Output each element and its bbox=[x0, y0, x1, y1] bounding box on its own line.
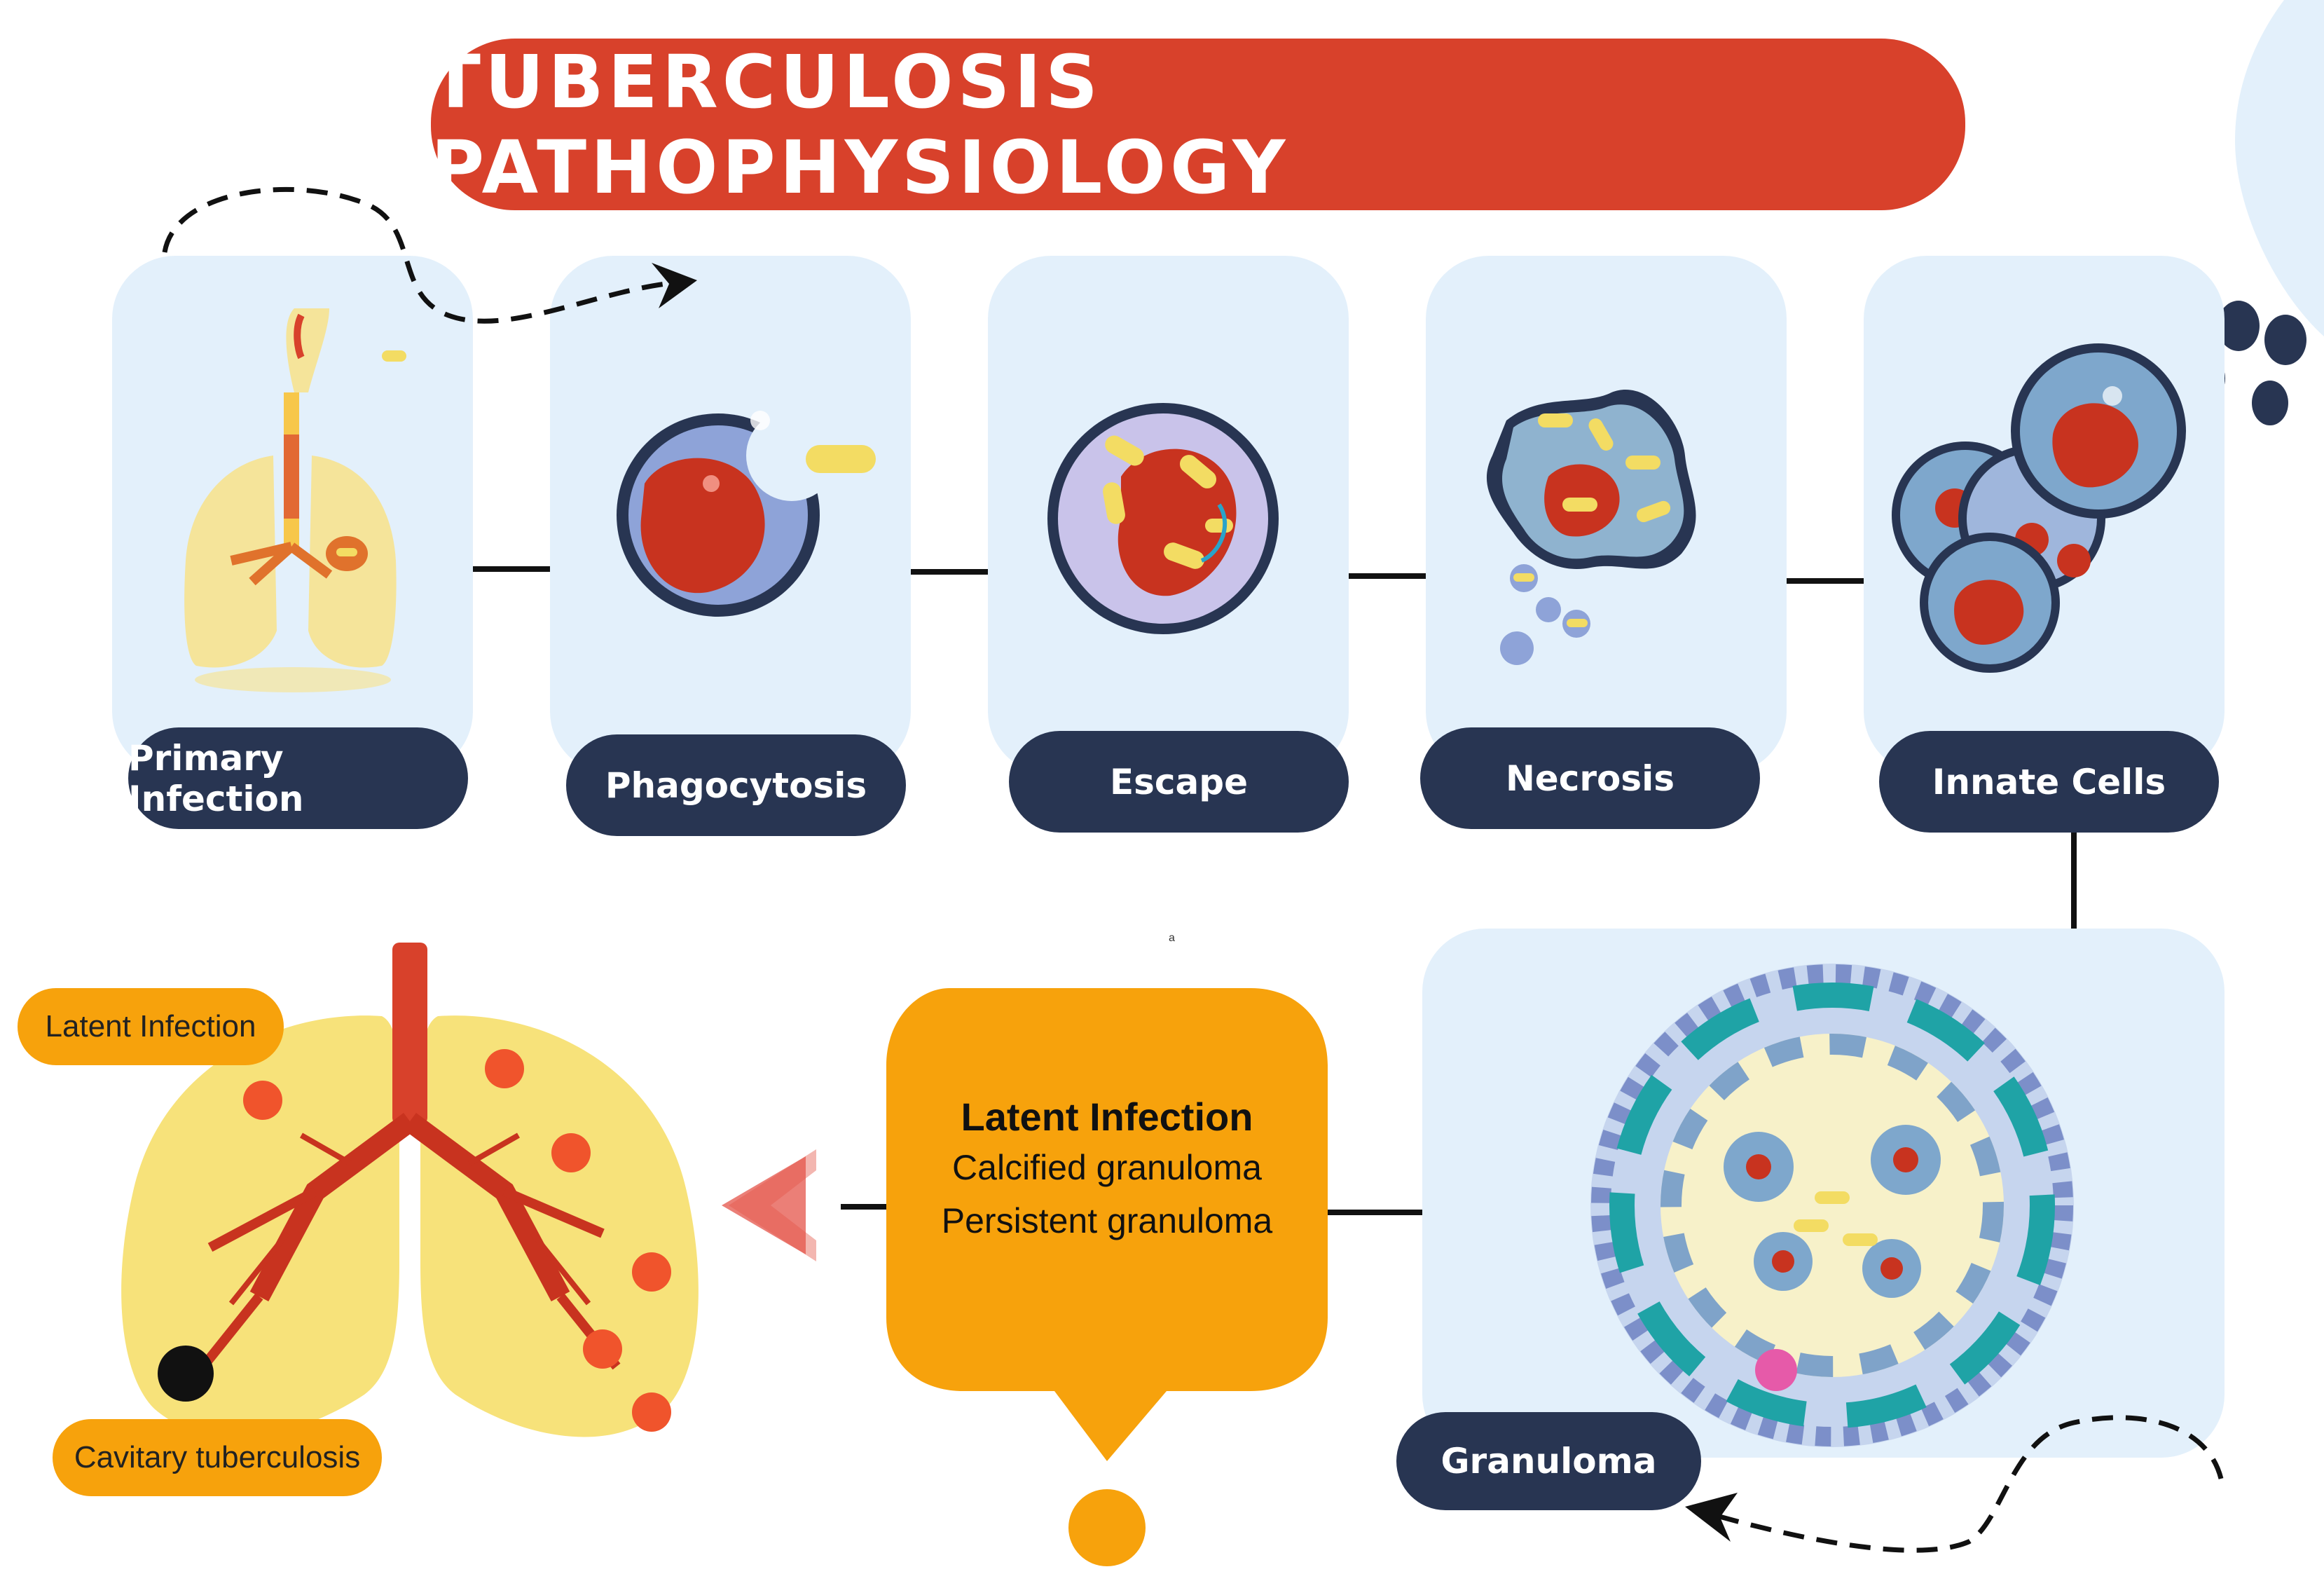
necrosis-icon bbox=[1486, 390, 1696, 665]
latent-bubble-text: Latent Infection Calcified granuloma Per… bbox=[883, 1093, 1331, 1240]
latent-bubble bbox=[886, 988, 1328, 1566]
lung-label-latent: Latent Infection bbox=[18, 988, 284, 1065]
lung-label-cavitary: Cavitary tuberculosis bbox=[53, 1419, 382, 1496]
stage-label-granuloma: Granuloma bbox=[1396, 1412, 1701, 1510]
title-banner bbox=[431, 39, 1965, 210]
cavity-lesion bbox=[158, 1346, 214, 1402]
stage-label-necrosis: Necrosis bbox=[1420, 727, 1760, 829]
chevron-left-icon bbox=[722, 1149, 816, 1261]
latent-bubble-line-2: Persistent granuloma bbox=[941, 1201, 1273, 1240]
stage-label-innate-cells: Innate Cells bbox=[1879, 731, 2219, 833]
innate-cells-icon bbox=[1892, 343, 2186, 673]
granuloma-icon bbox=[1590, 964, 2074, 1447]
escape-icon bbox=[1047, 403, 1279, 634]
page-title: TUBERCULOSIS PATHOPHYSIOLOGY bbox=[431, 39, 1290, 210]
connector-1-2 bbox=[473, 566, 571, 572]
connector-4-5 bbox=[1787, 578, 1864, 584]
latent-bubble-line-1: Calcified granuloma bbox=[952, 1148, 1262, 1187]
dot-4 bbox=[2252, 381, 2288, 425]
connector-6-latent bbox=[1328, 1210, 1422, 1215]
dot-1 bbox=[2218, 301, 2260, 351]
dashed-arrow-bottom bbox=[1709, 1415, 2224, 1553]
arrowhead-top-icon bbox=[652, 263, 697, 308]
arrowhead-bottom-icon bbox=[1685, 1493, 1738, 1542]
connector-5-6 bbox=[2071, 830, 2077, 932]
connector-3-4 bbox=[1349, 573, 1426, 579]
stage-label-escape: Escape bbox=[1009, 731, 1349, 833]
macrophage-icon bbox=[617, 410, 876, 617]
connector-2-3 bbox=[841, 569, 988, 575]
stage-label-primary-infection: Primary Infection bbox=[128, 727, 468, 829]
latent-bubble-title: Latent Infection bbox=[961, 1095, 1253, 1139]
connector-latent-lungs bbox=[841, 1204, 890, 1210]
lungs-icon bbox=[121, 943, 699, 1437]
dashed-arrow-top bbox=[162, 186, 666, 324]
lungs-airway-icon bbox=[184, 308, 406, 692]
stage-label-phagocytosis: Phagocytosis bbox=[566, 734, 906, 836]
bubble-dot bbox=[1068, 1489, 1146, 1566]
dot-2 bbox=[2264, 315, 2306, 365]
stray-mark: a bbox=[1169, 932, 1175, 944]
